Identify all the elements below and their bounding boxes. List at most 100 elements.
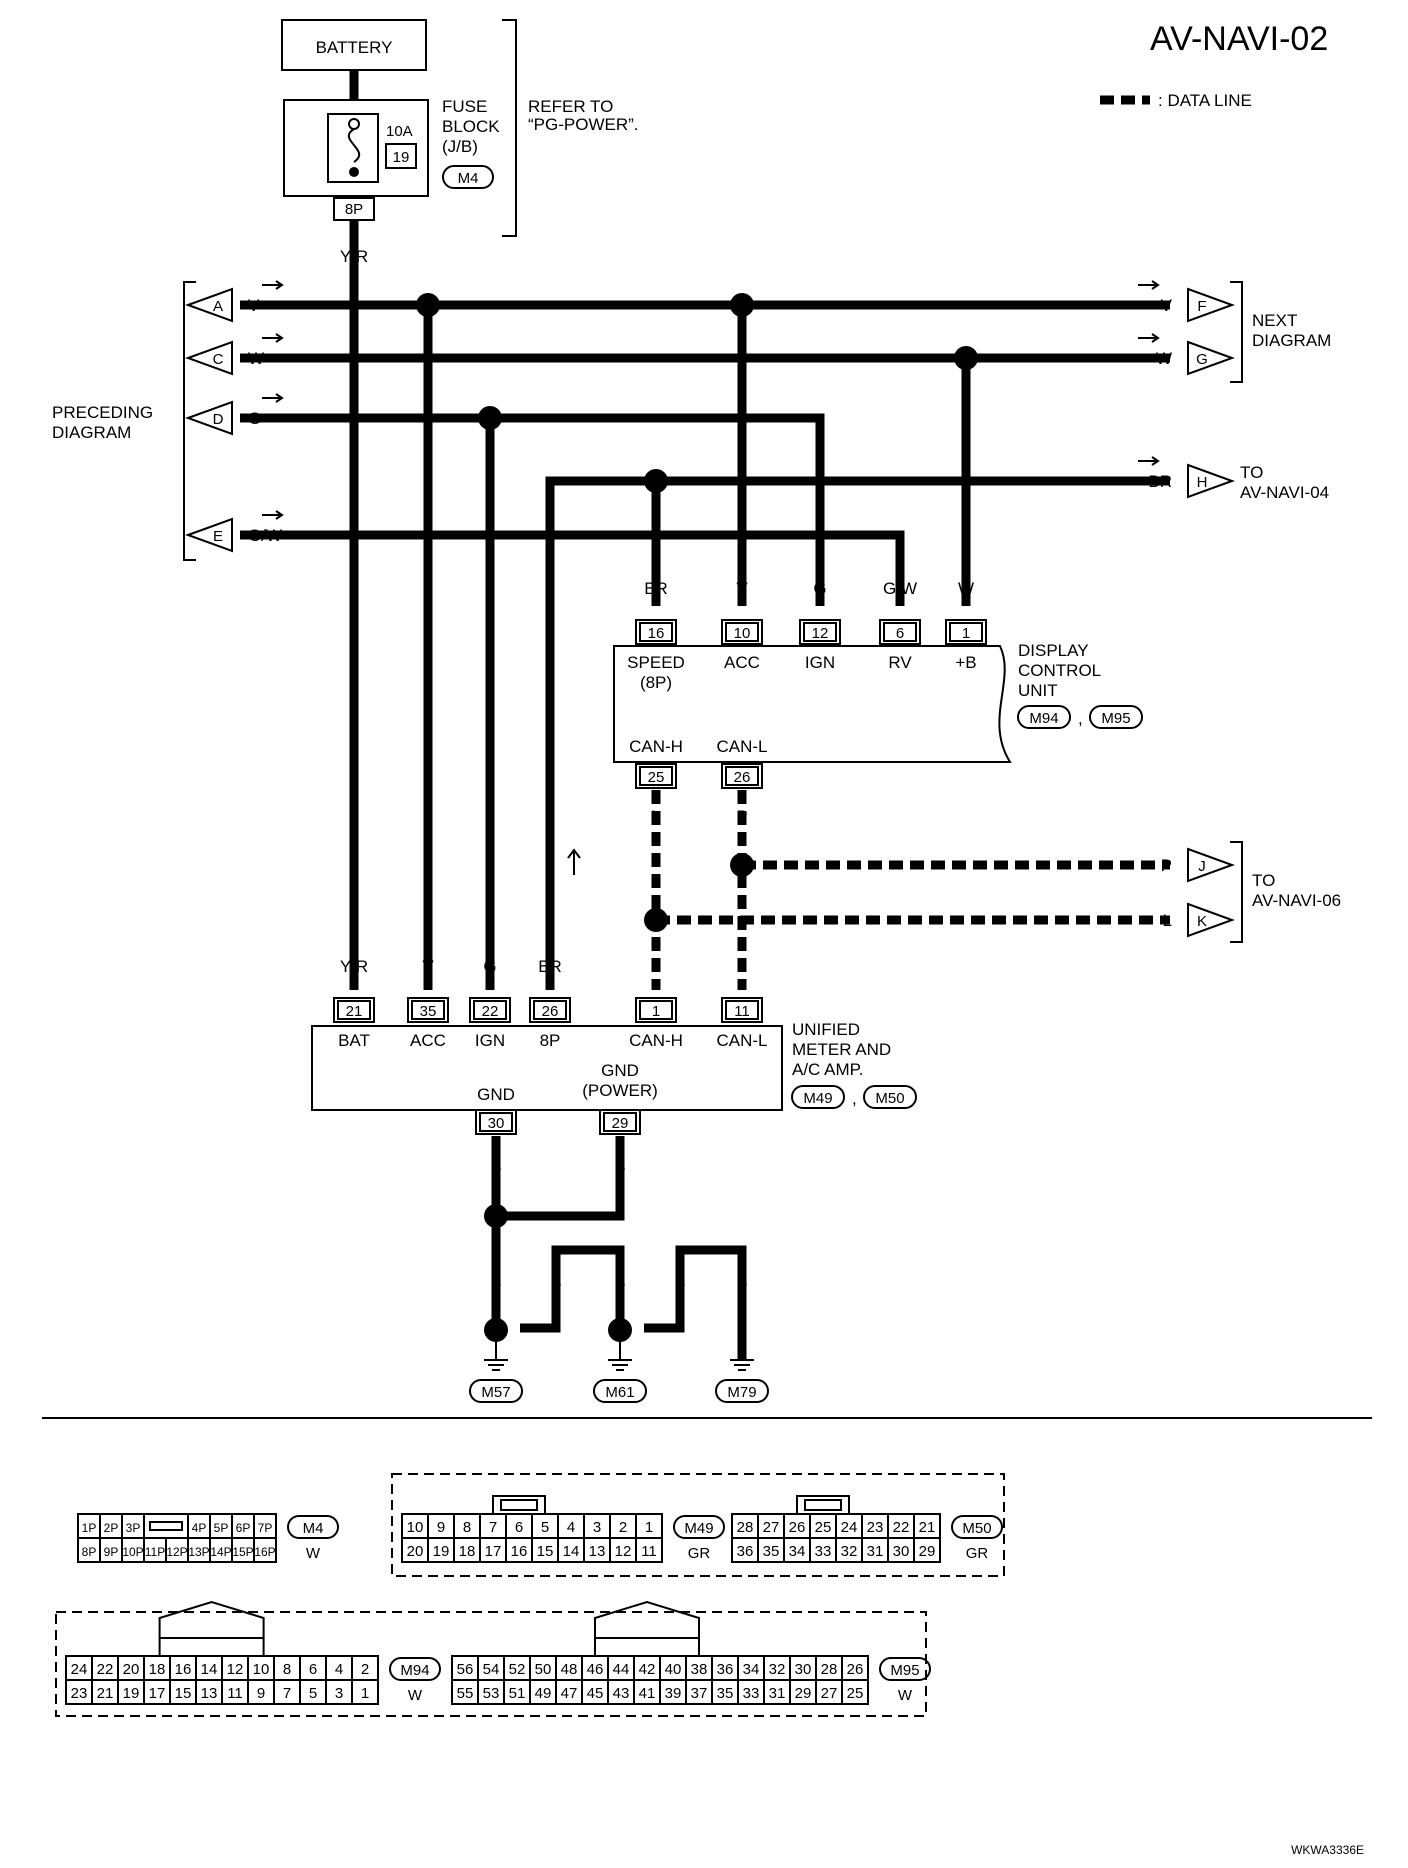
preceding-bracket: [183, 281, 196, 561]
bus-g: [240, 413, 825, 606]
pin-number: 22: [482, 1003, 499, 1020]
cavity-number: 41: [639, 1685, 656, 1702]
cavity: [887, 1513, 915, 1539]
fuse-block-box: [283, 99, 429, 197]
cavity-number: 16: [511, 1543, 528, 1560]
lock-tab-icon: [804, 1499, 842, 1511]
cavity-number: 28: [737, 1519, 754, 1536]
cavity-number: 19: [123, 1685, 140, 1702]
ground-wire-color: B: [550, 1273, 561, 1292]
meter-connector-m50: M50: [875, 1090, 904, 1107]
meter-label-2: METER AND: [792, 1040, 891, 1059]
meter-pin-name: ACC: [410, 1031, 446, 1050]
pin-number: 11: [734, 1003, 750, 1020]
dcu-connector-m95-badge: [1089, 705, 1143, 729]
cavity-number: 1: [361, 1685, 369, 1702]
meter-connector-m49-badge: [791, 1085, 845, 1109]
dcu-pin-name: CAN-L: [716, 737, 767, 756]
pin-inner: [411, 1000, 445, 1020]
cavity-number: 7: [283, 1685, 291, 1702]
cavity: [505, 1537, 533, 1563]
signal-arrow-icon: [1138, 456, 1160, 466]
dcu-connector-m94: M94: [1029, 710, 1058, 727]
ground-wire: [520, 1245, 625, 1338]
dcu-label-1: DISPLAY: [1018, 641, 1089, 660]
meter-connector-m50-badge: [863, 1085, 917, 1109]
cavity: [913, 1537, 941, 1563]
cavity-number: 8P: [82, 1545, 97, 1559]
to-navi06-line-2: AV-NAVI-06: [1252, 891, 1341, 910]
signal-arrow-icon: [262, 393, 284, 403]
cavity-number: 11: [641, 1543, 657, 1560]
cavity-number: 10: [407, 1519, 424, 1536]
ground-wire-color: B: [490, 1157, 501, 1176]
fuse-number-box: [385, 143, 417, 169]
cavity-number: 21: [919, 1519, 936, 1536]
cavity-number: 46: [587, 1661, 604, 1678]
cavity-number: 53: [483, 1685, 500, 1702]
cavity: [253, 1513, 277, 1539]
cavity: [477, 1679, 505, 1705]
pin-inner: [883, 622, 917, 642]
cavity-number: 54: [483, 1661, 500, 1678]
connector-hood-roof: [594, 1600, 700, 1638]
dcu-pin-sub: (8P): [640, 673, 672, 692]
preceding-arrow-icon: [185, 287, 233, 323]
dcu-pin-name: RV: [888, 653, 912, 672]
cavity: [91, 1655, 119, 1681]
cavity: [221, 1679, 249, 1705]
cavity: [247, 1655, 275, 1681]
cavity-number: 23: [71, 1685, 88, 1702]
cavity: [757, 1513, 785, 1539]
next-wire-color: BR: [1148, 472, 1172, 491]
meter-wire-color: BR: [538, 957, 562, 976]
next-letter: H: [1197, 474, 1208, 491]
dcu-wire-color: G: [813, 579, 826, 598]
next-letter: K: [1197, 913, 1207, 930]
signal-arrow-icon: [262, 333, 284, 343]
cavity-number: 18: [459, 1543, 476, 1560]
m49-m50-group-frame: [391, 1473, 1005, 1577]
next-line-2: DIAGRAM: [1252, 331, 1331, 350]
cavity: [607, 1655, 635, 1681]
meter-connector-sep: ,: [852, 1089, 857, 1108]
meter-pin-name: CAN-L: [716, 1031, 767, 1050]
cavity-number: 25: [815, 1519, 832, 1536]
preceding-letter: C: [213, 351, 224, 368]
footer-code: WKWA3336E: [1291, 1843, 1364, 1857]
next-arrow-icon: [1187, 340, 1235, 376]
ground-wire-color: B: [614, 1157, 625, 1176]
pin-inner: [803, 622, 837, 642]
cavity-number: 13: [589, 1543, 606, 1560]
preceding-wire-color: V: [248, 296, 260, 315]
next-arrow-icon: [1187, 463, 1235, 499]
fuse-label-2: BLOCK: [442, 117, 500, 136]
cavity-number: 22: [97, 1661, 114, 1678]
cavity: [789, 1655, 817, 1681]
connector-badge: [287, 1515, 339, 1539]
cavity-number: 2: [619, 1519, 627, 1536]
cavity-number: 34: [743, 1661, 760, 1678]
fuse-icon: [347, 128, 361, 163]
fuse-label-3: (J/B): [442, 137, 478, 156]
cavity-number: 45: [587, 1685, 604, 1702]
cavity-number: 9: [257, 1685, 265, 1702]
dcu-pin-name: +B: [955, 653, 976, 672]
cavity-number: 19: [433, 1543, 450, 1560]
cavity-number: 14P: [210, 1545, 231, 1559]
cavity-number: 2P: [104, 1521, 119, 1535]
pin-number: 26: [542, 1003, 559, 1020]
cavity-number: 32: [841, 1543, 858, 1560]
meter-box: [311, 1025, 783, 1111]
cavity-number: 22: [893, 1519, 910, 1536]
ground-wire-color: B: [614, 1273, 625, 1292]
pin-inner: [949, 622, 983, 642]
cavity-number: 1P: [82, 1521, 97, 1535]
connector-badge: [673, 1515, 725, 1539]
dcu-box: [613, 645, 1012, 763]
cavity-number: 4: [335, 1661, 343, 1678]
cavity-number: 32: [769, 1661, 786, 1678]
meter-gnd-power-name: GND: [601, 1061, 639, 1080]
connector-color: W: [408, 1687, 423, 1704]
